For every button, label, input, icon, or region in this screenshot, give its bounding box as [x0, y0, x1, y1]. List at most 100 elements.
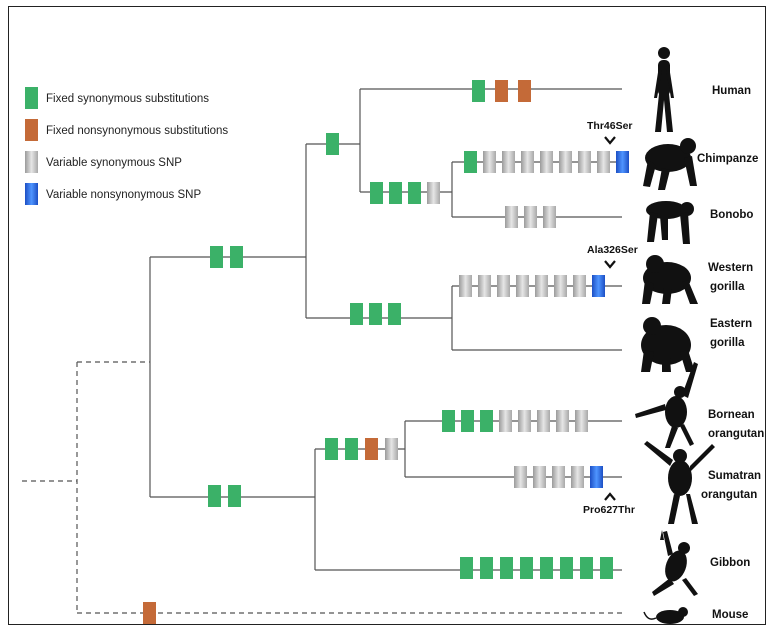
gibbon-silhouette-icon: [652, 530, 698, 596]
western-gorilla-variable-synonymous-mark: [459, 275, 472, 297]
eastern-gorilla-silhouette-icon: [641, 317, 695, 372]
species-label-western: Western: [708, 262, 753, 274]
legend-label-variable-nonsynonymous: Variable nonsynonymous SNP: [46, 189, 201, 201]
legend-label-variable-synonymous: Variable synonymous SNP: [46, 157, 182, 169]
western-gorilla-variable-synonymous-mark: [497, 275, 510, 297]
chimpanzee-variable-synonymous-mark: [521, 151, 534, 173]
orangutans-fixed-synonymous-mark: [325, 438, 338, 460]
mutation-caret-pro627thr: [604, 492, 616, 501]
bornean-orangutan-fixed-synonymous-mark: [480, 410, 493, 432]
gibbon-fixed-synonymous-mark: [480, 557, 493, 579]
western-gorilla-variable-synonymous-mark: [554, 275, 567, 297]
legend-label-fixed-nonsynonymous: Fixed nonsynonymous substitutions: [46, 125, 228, 137]
species-label-bornean: Bornean: [708, 409, 755, 421]
species-label-eastern-line2: gorilla: [710, 337, 745, 349]
chimpanzee-variable-synonymous-mark: [578, 151, 591, 173]
chimpanzee-variable-synonymous-mark: [559, 151, 572, 173]
gorillas-fixed-synonymous-mark: [350, 303, 363, 325]
legend-swatch-variable-nonsynonymous: [25, 183, 38, 205]
chimp-bonobo-fixed-synonymous-mark: [389, 182, 402, 204]
orangutans-fixed-nonsynonymous-mark: [365, 438, 378, 460]
gibbon-fixed-synonymous-mark: [520, 557, 533, 579]
human-fixed-nonsynonymous-mark: [495, 80, 508, 102]
species-labels: Human Chimpanze Bonobo Western gorilla E…: [697, 85, 764, 621]
mutation-caret-ala326ser: [604, 260, 616, 269]
bonobo-variable-synonymous-mark: [524, 206, 537, 228]
legend: Fixed synonymous substitutions Fixed non…: [25, 87, 228, 205]
bonobo-variable-synonymous-mark: [543, 206, 556, 228]
bornean-orangutan-variable-synonymous-mark: [518, 410, 531, 432]
legend-swatch-variable-synonymous: [25, 151, 38, 173]
species-label-gibbon: Gibbon: [710, 557, 750, 569]
gorillas-fixed-synonymous-mark: [388, 303, 401, 325]
sumatran-orangutan-variable-nonsynonymous-mark: [590, 466, 603, 488]
human-chimp-bonobo-fixed-synonymous-mark: [326, 133, 339, 155]
western-gorilla-silhouette-icon: [642, 255, 698, 304]
homininae-fixed-synonymous-mark: [210, 246, 223, 268]
mouse-fixed-nonsynonymous-mark: [143, 602, 156, 624]
bornean-orangutan-variable-synonymous-mark: [499, 410, 512, 432]
gibbon-fixed-synonymous-mark: [460, 557, 473, 579]
sumatran-orangutan-variable-synonymous-mark: [533, 466, 546, 488]
bonobo-silhouette-icon: [646, 201, 694, 244]
human-silhouette-icon: [654, 47, 674, 132]
chimp-bonobo-fixed-synonymous-mark: [408, 182, 421, 204]
bornean-orangutan-fixed-synonymous-mark: [442, 410, 455, 432]
mouse-silhouette-icon: [643, 607, 688, 624]
western-gorilla-variable-synonymous-mark: [516, 275, 529, 297]
gorillas-fixed-synonymous-mark: [369, 303, 382, 325]
orangutan-split: [404, 420, 622, 478]
hominoid-lesser-fixed-synonymous-mark: [228, 485, 241, 507]
bornean-orangutan-variable-synonymous-mark: [556, 410, 569, 432]
gibbon-fixed-synonymous-mark: [560, 557, 573, 579]
gibbon-fixed-synonymous-mark: [540, 557, 553, 579]
species-label-sumatran-line2: orangutan: [701, 489, 757, 501]
species-label-bonobo: Bonobo: [710, 209, 753, 221]
mutation-label-pro627thr: Pro627Thr: [583, 504, 635, 516]
substitution-marks: [143, 80, 629, 624]
gibbon-fixed-synonymous-mark: [600, 557, 613, 579]
sumatran-orangutan-variable-synonymous-mark: [571, 466, 584, 488]
bornean-orangutan-silhouette-icon: [635, 362, 698, 448]
sumatran-orangutan-variable-synonymous-mark: [514, 466, 527, 488]
bonobo-variable-synonymous-mark: [505, 206, 518, 228]
chimp-bonobo-variable-synonymous-mark: [427, 182, 440, 204]
orangutans-variable-synonymous-mark: [385, 438, 398, 460]
species-silhouettes: [635, 47, 715, 624]
species-label-sumatran: Sumatran: [708, 470, 761, 482]
mutation-label-ala326ser: Ala326Ser: [587, 244, 638, 256]
species-label-bornean-line2: orangutan: [708, 428, 764, 440]
chimpanzee-fixed-synonymous-mark: [464, 151, 477, 173]
homininae-split: [305, 143, 452, 319]
legend-label-fixed-synonymous: Fixed synonymous substitutions: [46, 93, 209, 105]
gibbon-fixed-synonymous-mark: [500, 557, 513, 579]
western-gorilla-variable-nonsynonymous-mark: [592, 275, 605, 297]
western-gorilla-variable-synonymous-mark: [478, 275, 491, 297]
western-gorilla-variable-synonymous-mark: [535, 275, 548, 297]
chimpanzee-variable-synonymous-mark: [502, 151, 515, 173]
bornean-orangutan-fixed-synonymous-mark: [461, 410, 474, 432]
root-branch: [22, 361, 622, 614]
species-label-chimpanze: Chimpanze: [697, 153, 758, 165]
hcb-split: [330, 88, 622, 193]
chimpanzee-variable-synonymous-mark: [483, 151, 496, 173]
western-gorilla-variable-synonymous-mark: [573, 275, 586, 297]
homininae-fixed-synonymous-mark: [230, 246, 243, 268]
chimp-bonobo-fixed-synonymous-mark: [370, 182, 383, 204]
hominoid-split: [149, 256, 315, 498]
species-label-eastern: Eastern: [710, 318, 752, 330]
figure-border: [8, 6, 766, 625]
chimpanzee-variable-synonymous-mark: [597, 151, 610, 173]
chimpanzee-silhouette-icon: [643, 138, 697, 190]
species-label-mouse: Mouse: [712, 609, 748, 621]
mutation-label-thr46ser: Thr46Ser: [587, 120, 633, 132]
chimpanzee-variable-synonymous-mark: [540, 151, 553, 173]
bornean-orangutan-variable-synonymous-mark: [575, 410, 588, 432]
legend-swatch-fixed-synonymous: [25, 87, 38, 109]
mutation-caret-thr46ser: [604, 136, 616, 145]
species-label-western-line2: gorilla: [710, 281, 745, 293]
gibbon-fixed-synonymous-mark: [580, 557, 593, 579]
human-fixed-nonsynonymous-mark: [518, 80, 531, 102]
